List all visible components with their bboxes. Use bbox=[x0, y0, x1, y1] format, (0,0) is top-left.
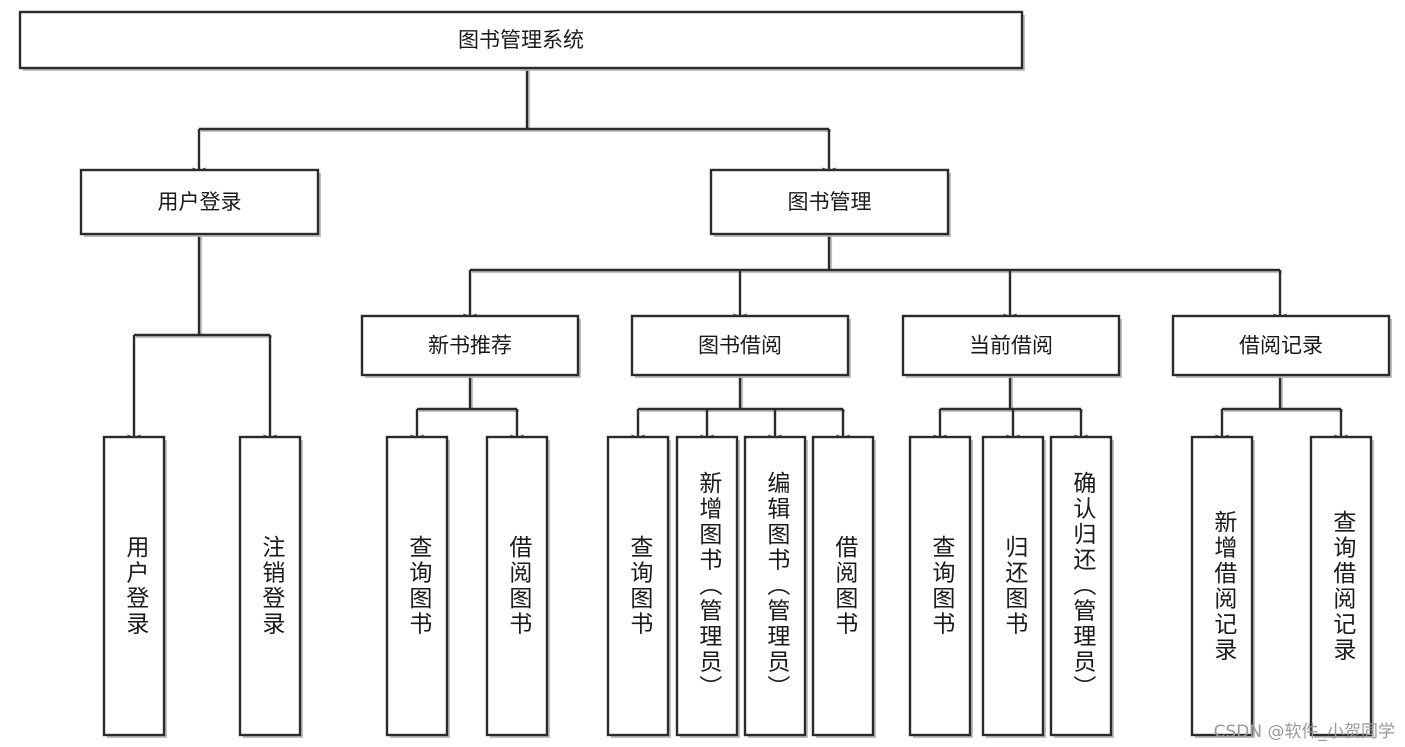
leaf-node-leaf-query-borrow-record[interactable] bbox=[1309, 435, 1374, 738]
node-current-borrow[interactable] bbox=[901, 314, 1122, 378]
node-border bbox=[675, 435, 739, 737]
node-border bbox=[238, 435, 302, 737]
node-border bbox=[18, 10, 1024, 70]
node-label-root: 图书管理系统 bbox=[458, 28, 584, 52]
node-border bbox=[1190, 435, 1254, 737]
leaf-node-leaf-logout[interactable] bbox=[238, 435, 303, 738]
node-boxes bbox=[18, 10, 1392, 738]
node-label-book-manage: 图书管理 bbox=[788, 190, 872, 214]
connector-book-borrow-to-leaves bbox=[631, 375, 850, 446]
leaf-node-leaf-borrow-book[interactable] bbox=[811, 435, 876, 738]
node-new-book-recommend[interactable] bbox=[360, 314, 581, 378]
node-border bbox=[606, 435, 670, 737]
node-label-user-login: 用户登录 bbox=[158, 190, 242, 214]
node-label-new-book-recommend: 新书推荐 bbox=[428, 334, 512, 358]
node-border bbox=[1049, 435, 1113, 737]
leaf-node-leaf-confirm-return-admin[interactable] bbox=[1049, 435, 1114, 738]
node-border bbox=[1171, 314, 1391, 377]
node-border bbox=[102, 435, 166, 737]
node-label-borrow-record: 借阅记录 bbox=[1239, 334, 1323, 358]
connector-root-to-level2 bbox=[192, 68, 836, 179]
node-border bbox=[385, 435, 449, 737]
node-border bbox=[908, 435, 972, 737]
leaf-node-leaf-query-book-borrow[interactable] bbox=[606, 435, 671, 738]
node-border bbox=[981, 435, 1045, 737]
connector-edges bbox=[127, 68, 1348, 446]
node-borrow-record[interactable] bbox=[1171, 314, 1392, 378]
connector-borrow-record-to-leaves bbox=[1215, 375, 1348, 446]
node-border bbox=[360, 314, 580, 377]
node-border bbox=[743, 435, 807, 737]
node-border bbox=[630, 314, 850, 377]
node-book-borrow[interactable] bbox=[630, 314, 851, 378]
leaf-node-leaf-add-borrow-record[interactable] bbox=[1190, 435, 1255, 738]
leaf-node-leaf-query-book-current[interactable] bbox=[908, 435, 973, 738]
node-root[interactable] bbox=[18, 10, 1025, 71]
node-border bbox=[1309, 435, 1373, 737]
leaf-node-leaf-user-login[interactable] bbox=[102, 435, 167, 738]
connector-user-login-to-leaves bbox=[127, 234, 277, 446]
leaf-node-leaf-borrow-book-recommend[interactable] bbox=[485, 435, 550, 738]
node-border bbox=[709, 168, 950, 236]
node-border bbox=[811, 435, 875, 737]
node-border bbox=[485, 435, 549, 737]
node-user-login[interactable] bbox=[79, 168, 321, 237]
leaf-node-leaf-return-book[interactable] bbox=[981, 435, 1046, 738]
leaf-node-leaf-add-book-admin[interactable] bbox=[675, 435, 740, 738]
leaf-node-leaf-edit-book-admin[interactable] bbox=[743, 435, 808, 738]
node-label-current-borrow: 当前借阅 bbox=[969, 334, 1053, 358]
node-label-book-borrow: 图书借阅 bbox=[698, 334, 782, 358]
leaf-node-leaf-query-book-recommend[interactable] bbox=[385, 435, 450, 738]
node-border bbox=[79, 168, 320, 236]
node-book-manage[interactable] bbox=[709, 168, 951, 237]
connector-new-book-recommend-to-leaves bbox=[410, 375, 524, 446]
node-border bbox=[901, 314, 1121, 377]
connector-current-borrow-to-leaves bbox=[933, 375, 1088, 446]
connector-book-manage-to-level3 bbox=[463, 234, 1287, 325]
